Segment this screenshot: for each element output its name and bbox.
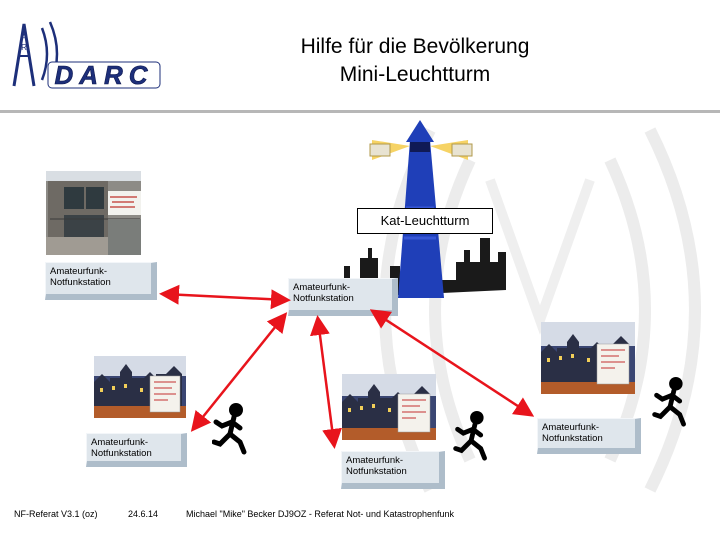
station-box-e: Amateurfunk- Notfunkstation <box>537 418 641 454</box>
town-scene-image <box>342 374 436 440</box>
svg-text:A: A <box>21 33 27 42</box>
town-scene-image <box>541 322 635 394</box>
svg-text:R: R <box>21 43 27 52</box>
footer-date: 24.6.14 <box>128 509 158 519</box>
station-label-line1: Amateurfunk- <box>346 455 439 466</box>
page-title: Hilfe für die Bevölkerung <box>240 35 590 59</box>
station-label-line2: Notfunkstation <box>50 277 151 288</box>
station-label-line2: Notfunkstation <box>346 466 439 477</box>
station-label-line2: Notfunkstation <box>91 448 181 459</box>
arrow-b-d <box>318 320 334 444</box>
station-label-line2: Notfunkstation <box>542 433 635 444</box>
footer-author: Michael "Mike" Becker DJ9OZ - Referat No… <box>186 509 454 519</box>
footer-reference: NF-Referat V3.1 (oz) <box>14 509 98 519</box>
logo-text: DARC <box>54 60 153 90</box>
station-box-b: Amateurfunk- Notfunkstation <box>288 278 398 316</box>
header-divider <box>0 110 720 113</box>
station-label-line2: Notfunkstation <box>293 293 392 304</box>
station-box-d: Amateurfunk- Notfunkstation <box>341 451 445 489</box>
darc-logo: A R DARC <box>6 16 166 94</box>
arrow-a-b <box>164 294 286 300</box>
town-scene-image <box>94 356 186 418</box>
runner-figure-icon <box>212 402 252 456</box>
station-label-line1: Amateurfunk- <box>542 422 635 433</box>
page-subtitle: Mini-Leuchtturm <box>240 63 590 87</box>
runner-figure-icon <box>453 410 493 462</box>
station-label-line1: Amateurfunk- <box>50 266 151 277</box>
lighthouse-label: Kat-Leuchtturm <box>357 208 493 234</box>
station-building-photo <box>46 171 141 255</box>
station-box-a: Amateurfunk- Notfunkstation <box>45 262 157 300</box>
station-label-line1: Amateurfunk- <box>91 437 181 448</box>
runner-figure-icon <box>652 376 692 428</box>
station-label-line1: Amateurfunk- <box>293 282 392 293</box>
station-box-c: Amateurfunk- Notfunkstation <box>86 433 187 467</box>
